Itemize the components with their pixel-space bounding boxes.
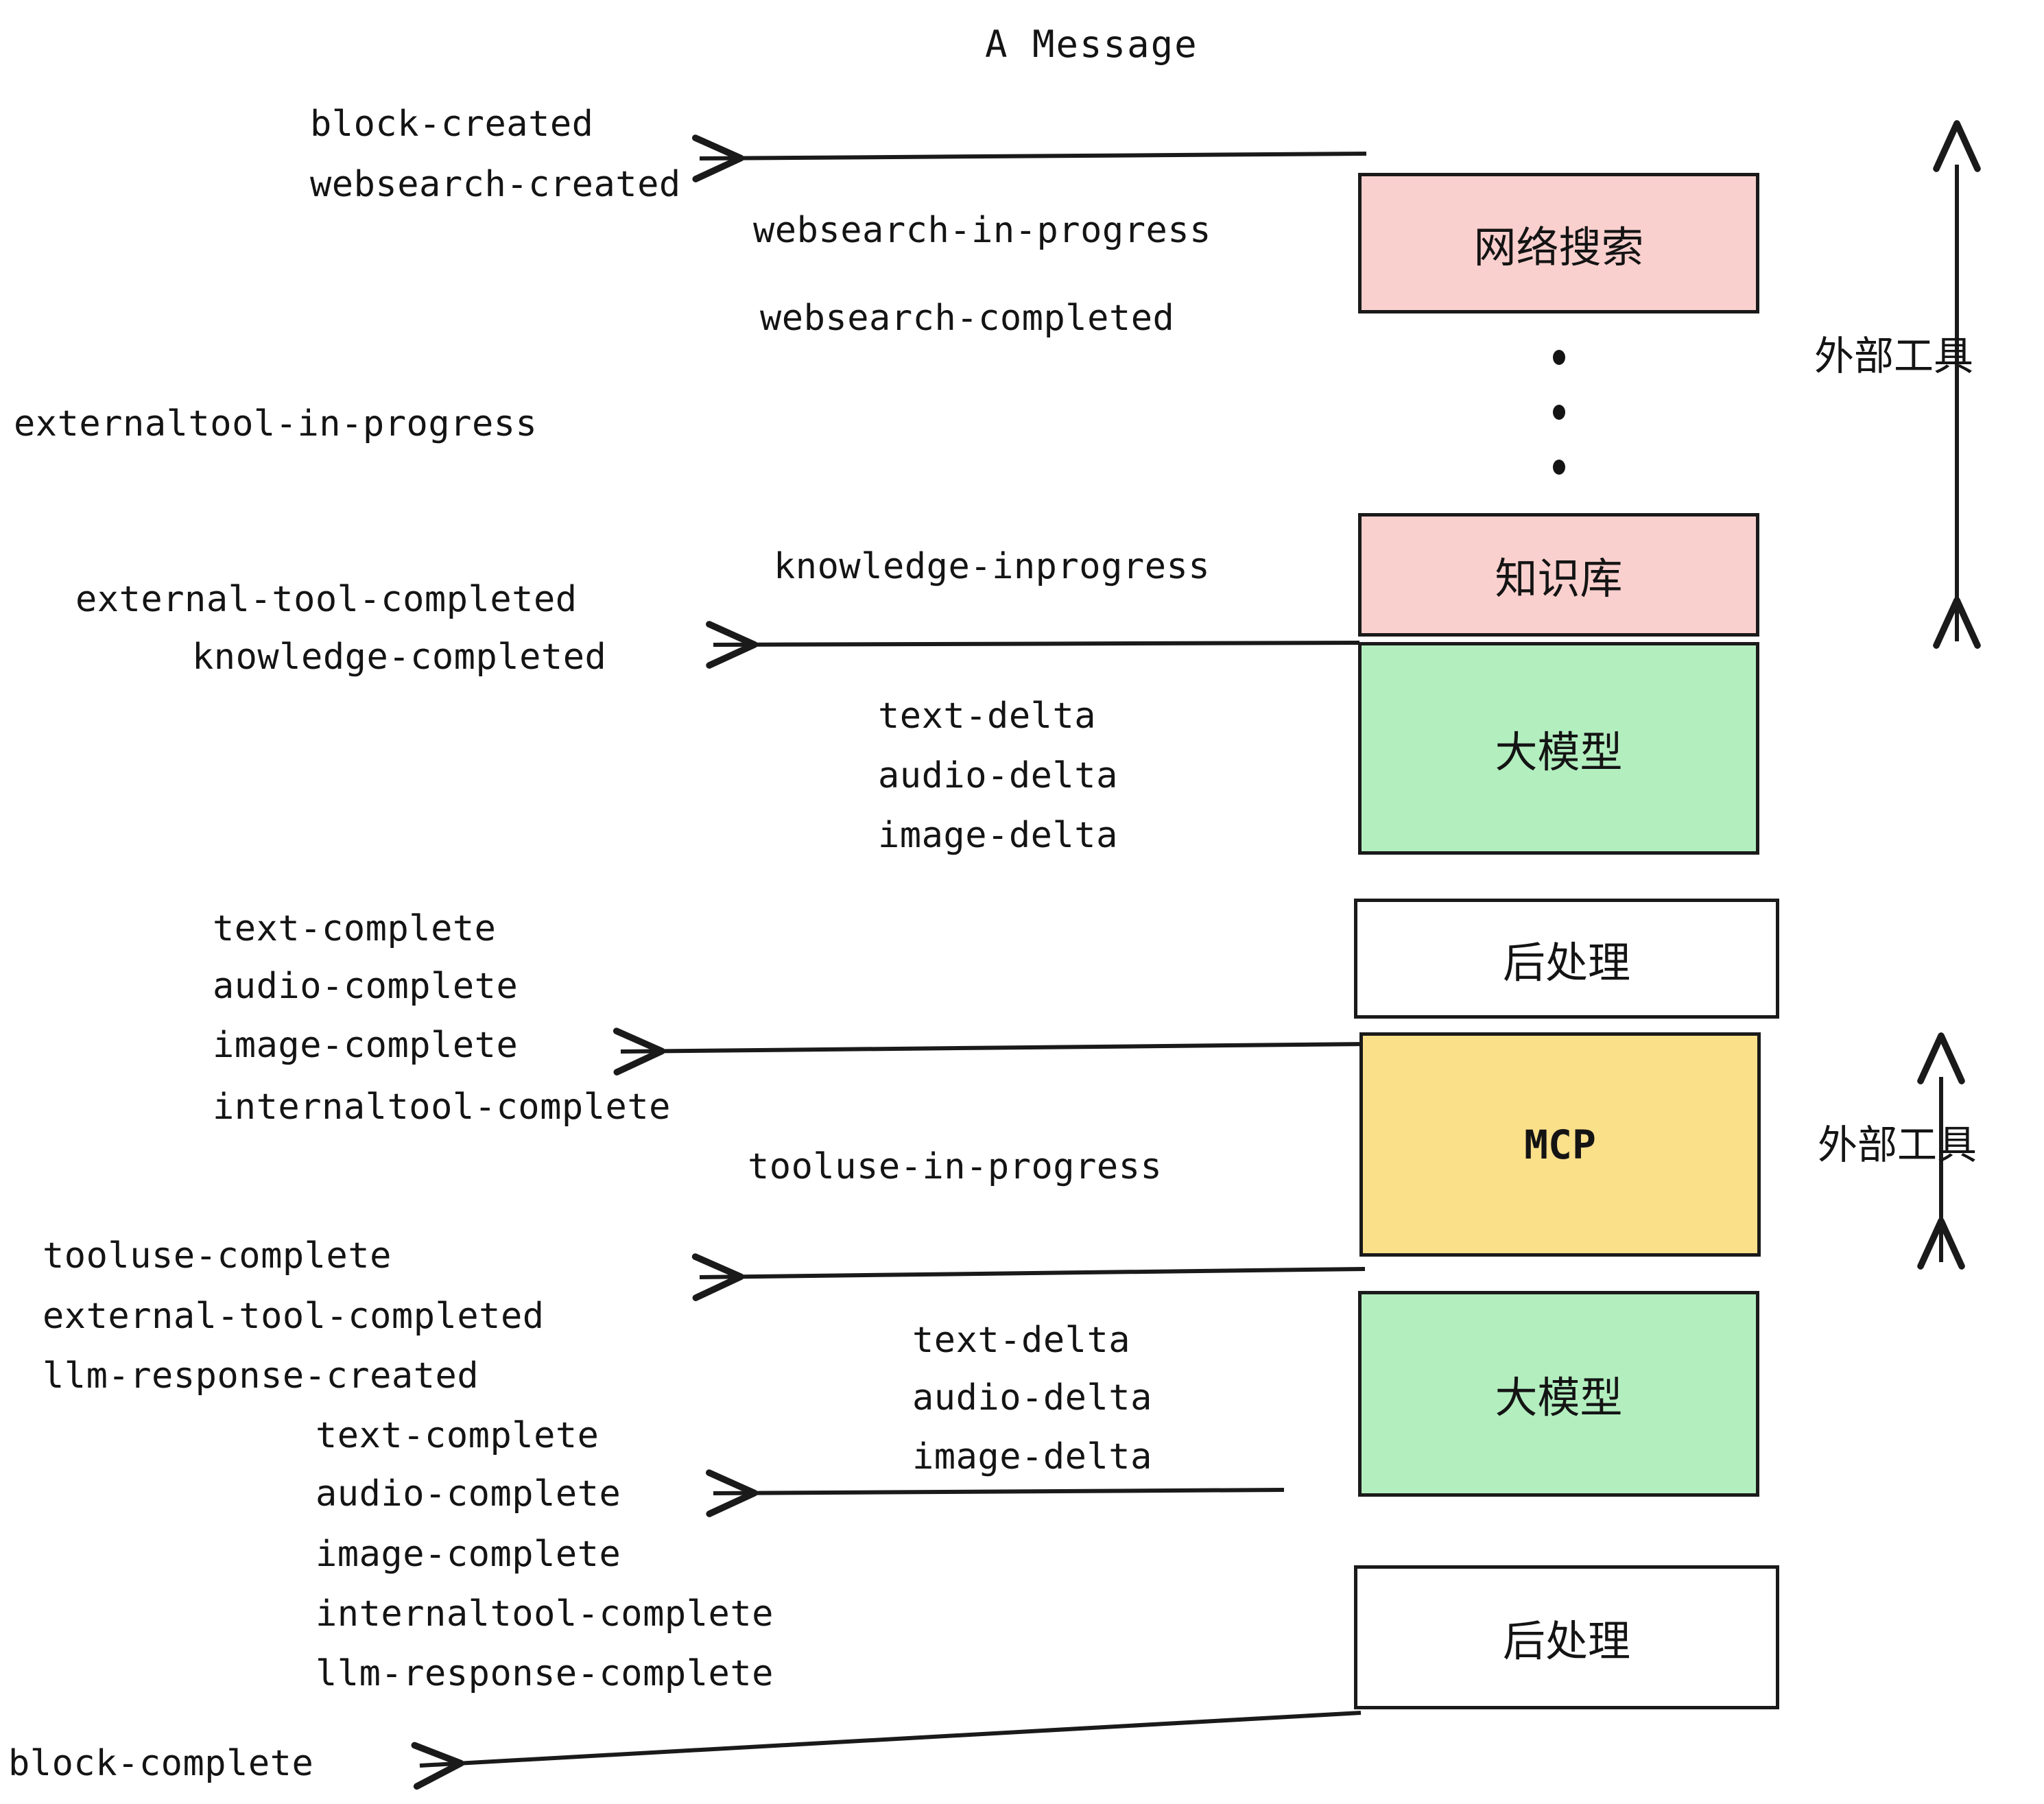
node-mcp[interactable]: MCP [1359,1032,1761,1257]
arrow-websearch-to-created [691,134,1367,182]
event-internaltool-complete-2: internaltool-complete [316,1593,774,1635]
arrow-postprocess1-to-imagecomplete [613,1028,1368,1076]
side-label-external-tools-bottom: 外部工具 [1818,1121,1977,1168]
page-title: A Message [985,23,1198,66]
event-websearch-created: websearch-created [310,164,681,205]
event-llm-response-created: llm-response-created [43,1355,479,1397]
event-audio-delta-2: audio-delta [912,1377,1152,1419]
event-tooluse-complete: tooluse-complete [43,1235,392,1277]
arrow-mcp-to-tooluse-complete [691,1253,1366,1301]
event-externaltool-in-progress: externaltool-in-progress [14,403,538,444]
event-audio-complete-2: audio-complete [316,1473,621,1515]
event-audio-delta-1: audio-delta [878,755,1118,796]
event-llm-response-complete: llm-response-complete [316,1653,774,1694]
event-websearch-in-progress: websearch-in-progress [753,210,1211,251]
event-external-tool-completed-1: external-tool-completed [75,579,578,620]
event-text-complete-2: text-complete [316,1415,599,1456]
ellipsis-dot-2 [1553,405,1565,420]
node-postprocess-2[interactable]: 后处理 [1354,1565,1779,1709]
event-websearch-completed: websearch-completed [760,298,1175,339]
arrow-postprocess2-to-blockcomplete [411,1711,1362,1790]
node-llm-2[interactable]: 大模型 [1358,1291,1759,1497]
event-image-complete-2: image-complete [316,1534,621,1575]
node-knowledge[interactable]: 知识库 [1358,513,1759,637]
node-llm-1[interactable]: 大模型 [1358,642,1759,855]
event-tooluse-in-progress: tooluse-in-progress [748,1146,1163,1187]
event-block-complete: block-complete [8,1743,314,1784]
event-text-complete-1: text-complete [213,908,497,949]
arrow-llm2-to-audiocomplete [706,1469,1285,1517]
event-block-created: block-created [310,104,594,145]
arrow-knowledge-to-completed [706,621,1360,669]
event-image-complete-1: image-complete [213,1025,519,1066]
event-image-delta-1: image-delta [878,815,1118,856]
event-audio-complete-1: audio-complete [213,966,519,1007]
event-knowledge-completed: knowledge-completed [192,637,607,678]
event-internaltool-complete-1: internaltool-complete [213,1087,671,1128]
side-label-external-tools-top: 外部工具 [1814,333,1974,379]
node-websearch[interactable]: 网络搜索 [1358,173,1759,313]
event-external-tool-completed-2: external-tool-completed [43,1296,545,1337]
event-image-delta-2: image-delta [912,1436,1152,1477]
ellipsis-dot-1 [1553,350,1565,365]
event-knowledge-inprogress: knowledge-inprogress [774,546,1211,587]
node-postprocess-1[interactable]: 后处理 [1354,899,1779,1019]
event-text-delta-1: text-delta [878,696,1097,737]
event-text-delta-2: text-delta [912,1320,1131,1361]
ellipsis-dot-3 [1553,460,1565,475]
